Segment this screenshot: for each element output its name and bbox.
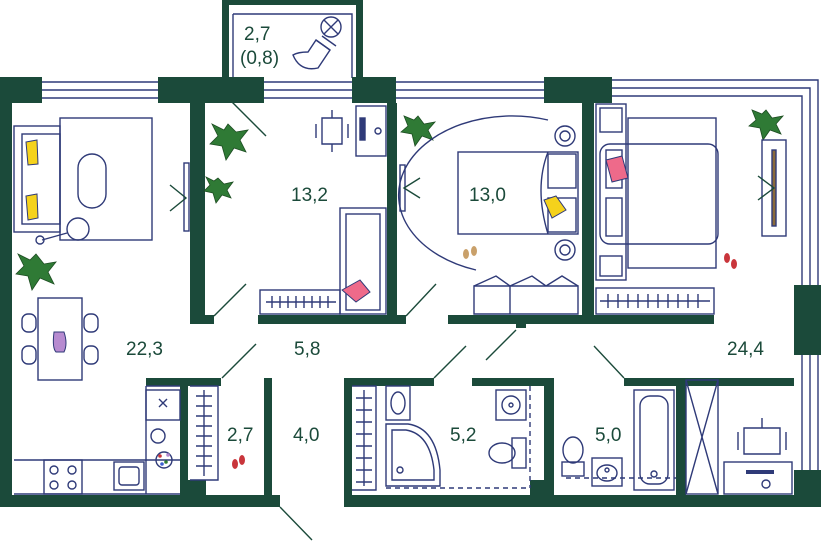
doors <box>213 99 625 541</box>
chair-icon <box>292 35 337 70</box>
double-bed-icon <box>595 103 719 281</box>
washing-machine-icon <box>495 389 527 421</box>
plant-icon <box>400 115 437 147</box>
bedroom-small-area: 13,0 <box>469 185 506 206</box>
bathroom-1-area: 5,2 <box>450 425 476 446</box>
sofa-icon <box>13 125 61 233</box>
kitchen-counter-icon <box>14 385 181 495</box>
slippers-icon <box>463 246 477 259</box>
balcony <box>222 0 363 80</box>
wardrobe-icon <box>352 385 377 491</box>
toilet-icon <box>488 437 527 469</box>
slippers-icon <box>724 253 737 269</box>
tv-icon <box>757 139 787 237</box>
plant-icon <box>209 123 249 161</box>
interior-walls <box>146 103 794 495</box>
corridor-area: 4,0 <box>293 425 319 446</box>
tv-icon <box>399 164 421 212</box>
tv-icon <box>169 162 190 232</box>
floor-lamp-icon <box>35 217 90 245</box>
windows <box>42 79 819 470</box>
sink-icon <box>385 385 411 421</box>
desk-icon <box>355 105 387 157</box>
bathroom-2-area: 5,0 <box>595 425 621 446</box>
coffee-table-icon <box>59 117 153 241</box>
slippers-icon <box>232 455 245 469</box>
master-bedroom-area: 24,4 <box>727 339 764 360</box>
storage-area: 2,7 <box>227 425 253 446</box>
plant-icon <box>203 176 234 204</box>
shower-icon <box>385 423 441 487</box>
wardrobe-icon <box>190 385 219 481</box>
outer-walls <box>0 77 821 507</box>
wardrobe-icon <box>595 287 715 315</box>
stove-icon <box>43 459 83 495</box>
hallway-area: 5,8 <box>294 339 320 360</box>
double-bed-icon <box>397 115 579 271</box>
washing-machine-icon <box>320 16 342 38</box>
desk-icon <box>723 461 793 495</box>
desk-chair-icon <box>737 418 787 455</box>
wardrobe-icon <box>259 289 341 315</box>
sink-icon <box>591 457 623 487</box>
dining-table-icon <box>21 297 99 381</box>
balcony-area: 2,7 <box>244 24 270 45</box>
office-area: 13,2 <box>291 185 328 206</box>
plant-icon <box>748 109 785 141</box>
plant-icon <box>15 253 57 291</box>
wardrobe-icon <box>473 275 579 315</box>
desk-chair-icon <box>315 110 349 152</box>
single-bed-icon <box>339 207 387 315</box>
toilet-icon <box>561 436 585 477</box>
sink-icon <box>113 461 145 491</box>
bathtub-icon <box>633 389 675 491</box>
balcony-area-reduced: (0,8) <box>240 48 279 69</box>
wardrobe-icon <box>685 379 719 495</box>
living-kitchen-area: 22,3 <box>126 339 163 360</box>
